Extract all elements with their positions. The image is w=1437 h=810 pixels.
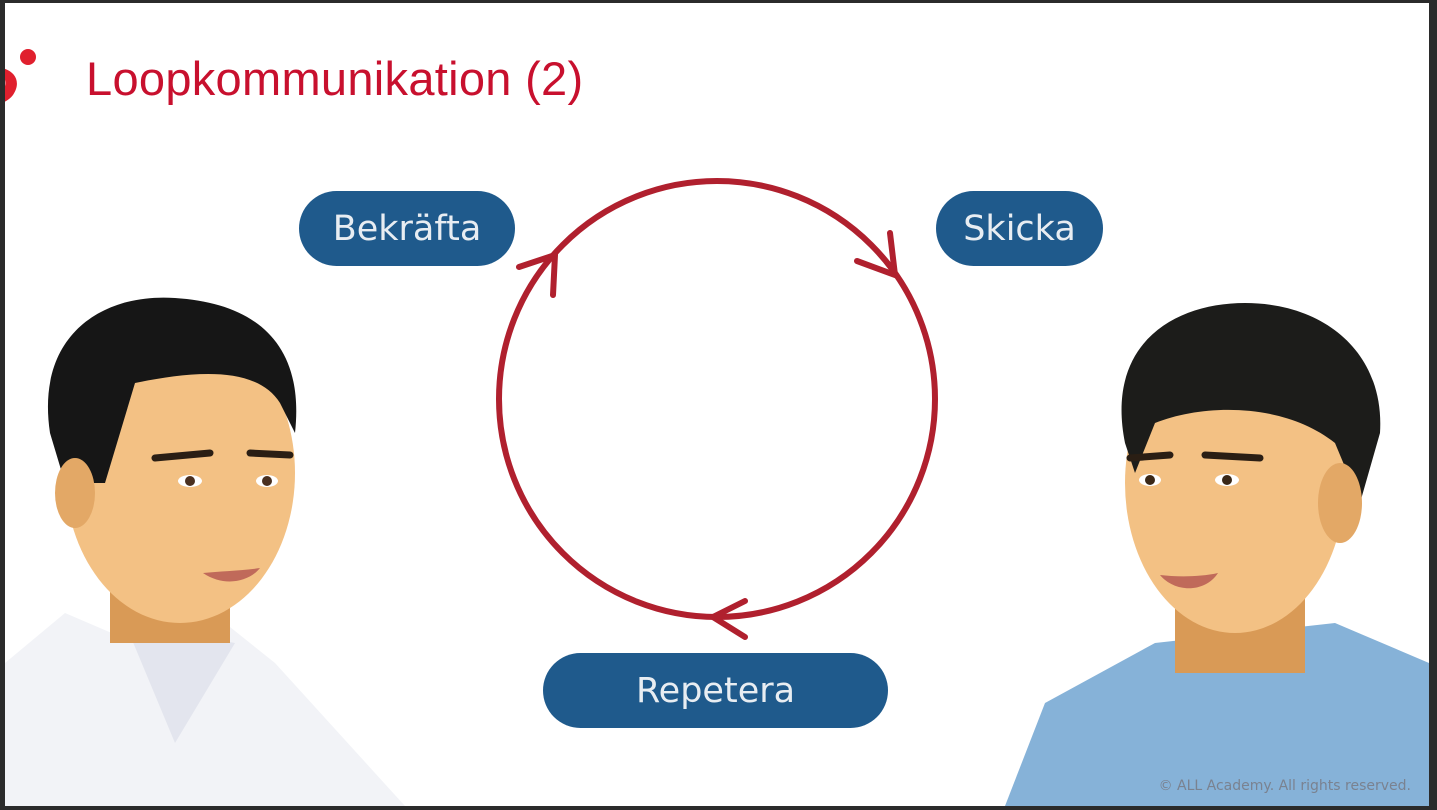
step-label: Skicka [963, 208, 1076, 249]
cycle-circle [496, 178, 938, 620]
arrow-head-top-left [516, 250, 559, 298]
person-right-illustration [1005, 303, 1429, 806]
arrow-head-bottom [706, 598, 748, 640]
arrow-head-top-right [854, 230, 899, 280]
step-repetera: Repetera [543, 653, 888, 728]
step-bekrafta: Bekräfta [299, 191, 515, 266]
step-label: Bekräfta [332, 208, 482, 249]
slide: Loopkommunikation (2) [5, 3, 1429, 806]
logo-icon [5, 49, 36, 102]
person-left-illustration [5, 297, 405, 806]
step-label: Repetera [635, 670, 796, 711]
copyright-footer: © ALL Academy. All rights reserved. [1158, 778, 1411, 794]
step-skicka: Skicka [936, 191, 1103, 266]
loop-cycle-diagram [5, 178, 1429, 806]
page-title: Loopkommunikation (2) [86, 52, 584, 105]
